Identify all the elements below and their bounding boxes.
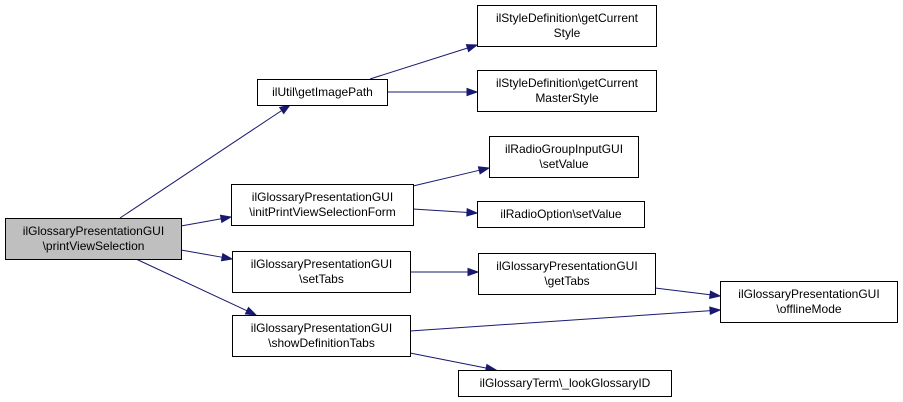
node-radioGroupSetValue[interactable]: ilRadioGroupInputGUI\setValue bbox=[489, 136, 639, 178]
edge-line bbox=[119, 109, 283, 219]
node-label-line: ilGlossaryPresentationGUI bbox=[23, 224, 164, 238]
edge-getTabs-to-offlineMode bbox=[654, 287, 722, 300]
edge-line bbox=[409, 310, 712, 332]
node-box[interactable] bbox=[231, 184, 414, 226]
edge-root-to-initPrintViewSelectionForm bbox=[180, 214, 233, 227]
node-label-line: ilGlossaryPresentationGUI bbox=[496, 259, 637, 273]
node-label-line: \showDefinitionTabs bbox=[268, 336, 375, 350]
arrowhead-icon bbox=[477, 166, 491, 175]
node-label-line: \offlineMode bbox=[776, 302, 841, 316]
edge-root-to-showDefinitionTabs bbox=[135, 258, 258, 316]
arrowhead-icon bbox=[467, 267, 480, 277]
arrowhead-icon bbox=[244, 306, 258, 316]
node-getTabs[interactable]: ilGlossaryPresentationGUI\getTabs bbox=[478, 253, 656, 295]
node-box[interactable] bbox=[458, 370, 672, 397]
node-label-line: ilGlossaryPresentationGUI bbox=[738, 287, 879, 301]
node-label-line: ilRadioGroupInputGUI bbox=[505, 142, 623, 156]
edge-showDefinitionTabs-to-lookGlossaryID bbox=[409, 352, 498, 373]
nodes-layer: ilGlossaryPresentationGUI\printViewSelec… bbox=[5, 5, 898, 397]
node-label-line: ilGlossaryPresentationGUI bbox=[252, 190, 393, 204]
arrowhead-icon bbox=[709, 290, 722, 300]
node-showDefinitionTabs[interactable]: ilGlossaryPresentationGUI\showDefinition… bbox=[232, 315, 411, 357]
arrowhead-icon bbox=[465, 44, 479, 53]
node-label-line: \setValue bbox=[539, 157, 588, 171]
edge-getImagePath-to-getCurrentMasterStyle bbox=[387, 87, 479, 97]
edges-layer bbox=[119, 44, 722, 373]
node-initPrintViewSelectionForm[interactable]: ilGlossaryPresentationGUI\initPrintViewS… bbox=[231, 184, 414, 226]
arrowhead-icon bbox=[466, 87, 479, 97]
node-label-line: ilGlossaryTerm\_lookGlossaryID bbox=[480, 376, 651, 390]
edge-line bbox=[180, 249, 224, 258]
edge-setTabs-to-getTabs bbox=[410, 267, 480, 277]
node-label-line: ilRadioOption\setValue bbox=[500, 207, 622, 221]
node-label-line: ilGlossaryPresentationGUI bbox=[251, 321, 392, 335]
node-box[interactable] bbox=[489, 136, 639, 178]
node-box[interactable] bbox=[478, 253, 656, 295]
edge-line bbox=[369, 47, 469, 80]
node-box[interactable] bbox=[477, 5, 657, 47]
edge-getImagePath-to-getCurrentStyle bbox=[369, 44, 479, 80]
node-box[interactable] bbox=[232, 315, 411, 357]
node-label-line: ilUtil\getImagePath bbox=[272, 85, 373, 99]
node-box[interactable] bbox=[477, 201, 645, 228]
node-label-line: ilStyleDefinition\getCurrent bbox=[496, 11, 639, 25]
arrowhead-icon bbox=[709, 306, 722, 316]
node-offlineMode[interactable]: ilGlossaryPresentationGUI\offlineMode bbox=[720, 281, 898, 323]
edge-line bbox=[409, 352, 488, 369]
node-label-line: \setTabs bbox=[299, 272, 344, 286]
arrowhead-icon bbox=[278, 104, 292, 115]
node-getImagePath[interactable]: ilUtil\getImagePath bbox=[257, 79, 388, 106]
node-label-line: ilGlossaryPresentationGUI bbox=[251, 257, 392, 271]
node-label-line: \initPrintViewSelectionForm bbox=[249, 205, 396, 219]
node-box[interactable] bbox=[477, 70, 657, 112]
node-label-line: MasterStyle bbox=[535, 91, 599, 105]
edge-initPrintViewSelectionForm-to-radioOptionSetValue bbox=[412, 208, 479, 217]
edge-root-to-setTabs bbox=[180, 249, 234, 262]
node-box[interactable] bbox=[720, 281, 898, 323]
node-setTabs[interactable]: ilGlossaryPresentationGUI\setTabs bbox=[232, 251, 411, 293]
node-lookGlossaryID[interactable]: ilGlossaryTerm\_lookGlossaryID bbox=[458, 370, 672, 397]
node-box[interactable] bbox=[5, 218, 182, 260]
node-label-line: ilStyleDefinition\getCurrent bbox=[496, 76, 639, 90]
node-label-line: Style bbox=[554, 26, 581, 40]
edge-line bbox=[412, 169, 481, 187]
node-box[interactable] bbox=[232, 251, 411, 293]
arrowhead-icon bbox=[220, 252, 234, 262]
edge-line bbox=[412, 208, 469, 213]
edge-root-to-getImagePath bbox=[119, 104, 292, 219]
node-root[interactable]: ilGlossaryPresentationGUI\printViewSelec… bbox=[5, 218, 182, 260]
edge-line bbox=[180, 218, 223, 227]
arrowhead-icon bbox=[219, 214, 233, 224]
node-radioOptionSetValue[interactable]: ilRadioOption\setValue bbox=[477, 201, 645, 228]
node-label-line: \getTabs bbox=[544, 274, 589, 288]
edge-showDefinitionTabs-to-offlineMode bbox=[409, 306, 722, 332]
node-label-line: \printViewSelection bbox=[43, 239, 145, 253]
arrowhead-icon bbox=[466, 208, 479, 217]
edge-line bbox=[654, 287, 712, 296]
edge-initPrintViewSelectionForm-to-radioGroupSetValue bbox=[412, 166, 491, 187]
node-box[interactable] bbox=[257, 79, 388, 106]
edge-line bbox=[135, 258, 249, 312]
